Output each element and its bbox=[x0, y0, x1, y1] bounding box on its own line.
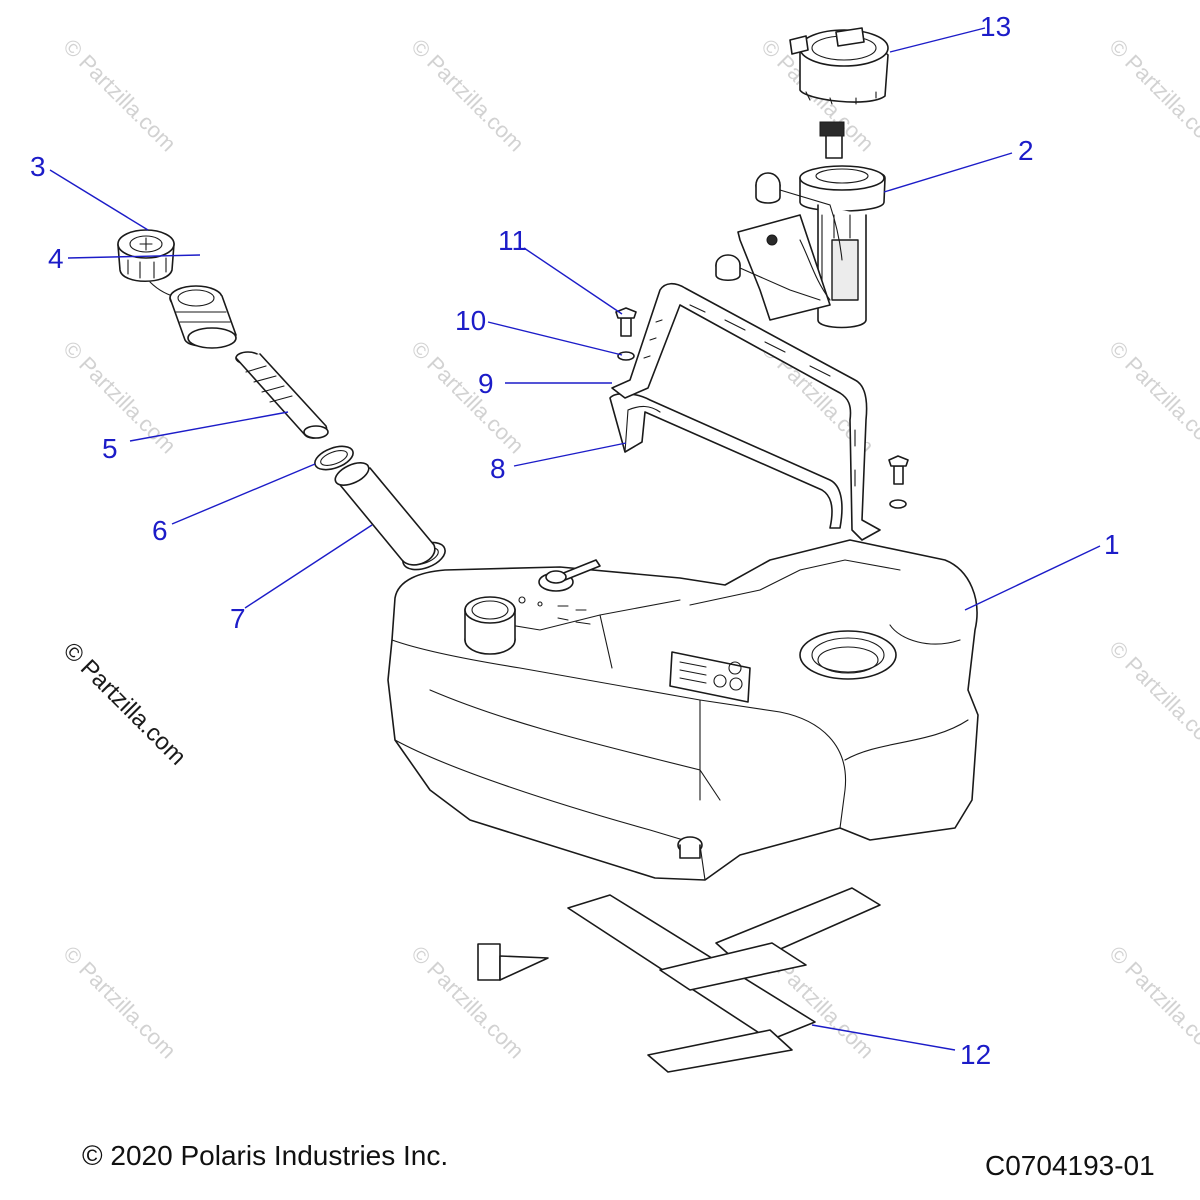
part-7-fuel-filler-hose bbox=[334, 462, 436, 566]
watermark-tile: © Partzilla.com bbox=[58, 941, 181, 1064]
watermark-tile: © Partzilla.com bbox=[406, 34, 529, 157]
part-9-tank-strap bbox=[611, 282, 881, 541]
callout-numbers: 1 2 3 4 5 6 7 8 9 10 11 12 13 bbox=[30, 11, 1120, 1070]
leader-6 bbox=[171, 463, 316, 525]
watermark-tile: © Partzilla.com bbox=[1104, 34, 1200, 157]
leader-4 bbox=[67, 254, 201, 259]
watermark-tile: © Partzilla.com bbox=[1104, 941, 1200, 1064]
callout-8: 8 bbox=[490, 453, 506, 484]
part-4-filler-adapter bbox=[169, 285, 237, 349]
copyright-notice: © 2020 Polaris Industries Inc. bbox=[82, 1140, 449, 1171]
watermark-tile: © Partzilla.com bbox=[1104, 636, 1200, 759]
part-11-bolt bbox=[615, 307, 909, 485]
leader-12 bbox=[811, 1024, 956, 1051]
callout-3: 3 bbox=[30, 151, 46, 182]
part-10-washer bbox=[617, 351, 907, 509]
drawing-number: C0704193-01 bbox=[985, 1150, 1155, 1181]
part-12-tank-pads bbox=[477, 887, 881, 1073]
watermark-corner: © Partzilla.com bbox=[58, 637, 191, 770]
part-13-lock-ring bbox=[789, 27, 889, 105]
leader-8 bbox=[513, 442, 627, 467]
leader-10 bbox=[487, 321, 623, 356]
callout-11: 11 bbox=[498, 225, 527, 256]
leader-1 bbox=[964, 545, 1101, 611]
callout-9: 9 bbox=[478, 368, 494, 399]
callout-1: 1 bbox=[1104, 529, 1120, 560]
part-5-filler-tube bbox=[235, 351, 329, 439]
leader-3 bbox=[49, 169, 149, 231]
watermark-tile: © Partzilla.com bbox=[1104, 336, 1200, 459]
part-1-fuel-tank bbox=[387, 539, 979, 881]
watermark-tile: © Partzilla.com bbox=[406, 336, 529, 459]
callout-6: 6 bbox=[152, 515, 168, 546]
callout-13: 13 bbox=[980, 11, 1011, 42]
leader-13 bbox=[889, 27, 986, 53]
leader-7 bbox=[244, 524, 373, 609]
leader-2 bbox=[883, 152, 1013, 193]
leader-11 bbox=[523, 247, 623, 315]
part-2-fuel-pump bbox=[715, 121, 886, 329]
callout-10: 10 bbox=[455, 305, 486, 336]
callout-7: 7 bbox=[230, 603, 246, 634]
callout-12: 12 bbox=[960, 1039, 991, 1070]
watermark-tile: © Partzilla.com bbox=[58, 336, 181, 459]
callout-5: 5 bbox=[102, 433, 118, 464]
part-8-strap-pad bbox=[609, 392, 843, 529]
part-3-fuel-cap bbox=[117, 229, 181, 299]
callout-2: 2 bbox=[1018, 135, 1034, 166]
leader-5 bbox=[129, 411, 289, 442]
callout-4: 4 bbox=[48, 243, 64, 274]
callout-leaders bbox=[49, 27, 1101, 1051]
watermark-tile: © Partzilla.com bbox=[58, 34, 181, 157]
